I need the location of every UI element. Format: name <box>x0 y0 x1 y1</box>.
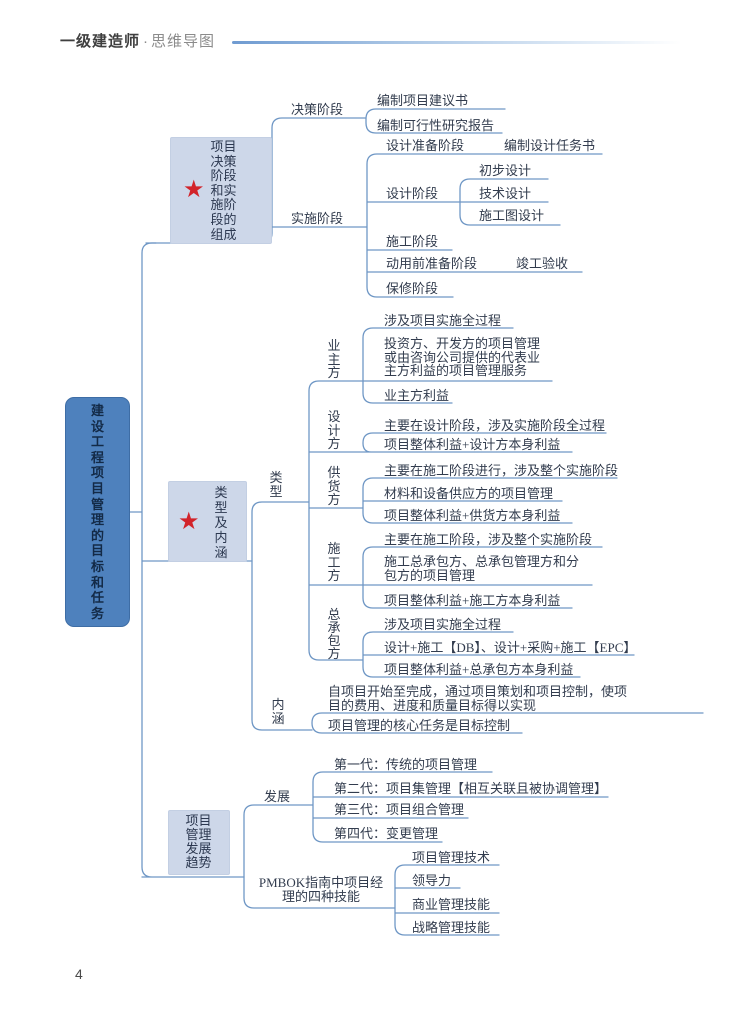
topic-connotation: 内涵 <box>271 697 285 726</box>
branch1-box: ★ 项目决策阶段和实施阶段的组成 <box>170 137 272 244</box>
branch2-label: 类型及内涵 <box>214 485 228 560</box>
topic-general-contractor-interest: 项目整体利益+总承包方本身利益 <box>384 662 574 677</box>
topic-pmbok-skills: PMBOK指南中项目经理的四种技能 <box>258 875 384 904</box>
topic-construction-stage: 施工阶段 <box>386 234 439 249</box>
topic-supplier-interest: 项目整体利益+供货方本身利益 <box>384 508 561 523</box>
star-icon: ★ <box>183 175 205 203</box>
topic-warranty-stage: 保修阶段 <box>386 281 439 296</box>
connector-branch1 <box>145 108 603 298</box>
topic-contractor-scope: 主要在施工阶段，涉及整个实施阶段 <box>384 532 593 547</box>
topic-designer-scope: 主要在设计阶段，涉及实施阶段全过程 <box>384 418 606 433</box>
topic-owner: 业主方 <box>327 338 341 380</box>
topic-owner-interest: 业主方利益 <box>384 388 450 403</box>
topic-completion-acceptance: 竣工验收 <box>516 256 569 271</box>
topic-contractor-interest: 项目整体利益+施工方本身利益 <box>384 593 561 608</box>
topic-project-proposal: 编制项目建议书 <box>377 93 469 108</box>
topic-owner-scope: 涉及项目实施全过程 <box>384 313 502 328</box>
topic-contractor-definition: 施工总承包方、总承包管理方和分包方的项目管理 <box>384 554 580 583</box>
topic-core-task: 项目管理的核心任务是目标控制 <box>328 718 511 733</box>
topic-supplier: 供货方 <box>327 465 341 507</box>
topic-generation-1: 第一代：传统的项目管理 <box>334 757 478 772</box>
topic-contractor: 施工方 <box>327 541 341 583</box>
header-title: 思维导图 <box>151 33 216 50</box>
topic-connotation-definition: 自项目开始至完成，通过项目策划和项目控制，使项目的费用、进度和质量目标得以实现 <box>328 684 628 713</box>
topic-decision-stage: 决策阶段 <box>291 102 344 117</box>
topic-generation-3: 第三代：项目组合管理 <box>334 802 465 817</box>
central-topic: 建设工程项目管理的目标和任务 <box>65 397 130 627</box>
branch3-label: 项目管理发展趋势 <box>185 813 212 870</box>
topic-general-contractor: 总承包方 <box>327 607 341 661</box>
topic-general-contractor-scope: 涉及项目实施全过程 <box>384 617 502 632</box>
topic-generation-2: 第二代：项目集管理【相互关联且被协调管理】 <box>334 781 608 796</box>
topic-preliminary-design: 初步设计 <box>479 163 532 178</box>
page-header: 一级建造师·思维导图 <box>60 30 215 51</box>
branch3-box: 项目管理发展趋势 <box>168 810 230 875</box>
header-separator: · <box>143 33 149 50</box>
topic-pre-use-prep-stage: 动用前准备阶段 <box>386 256 478 271</box>
branch1-label: 项目决策阶段和实施阶段的组成 <box>210 139 237 242</box>
topic-types: 类型 <box>269 470 283 499</box>
topic-business-skill: 商业管理技能 <box>412 897 491 912</box>
topic-owner-definition: 投资方、开发方的项目管理或由咨询公司提供的代表业主方利益的项目管理服务 <box>384 336 541 378</box>
connector-branch2 <box>251 327 704 734</box>
topic-design-task-book: 编制设计任务书 <box>504 138 596 153</box>
topic-implementation-stage: 实施阶段 <box>291 211 344 226</box>
topic-development: 发展 <box>264 789 291 804</box>
topic-design-prep-stage: 设计准备阶段 <box>386 138 465 153</box>
header-gradient-rule <box>232 41 700 44</box>
topic-db-epc: 设计+施工【DB】、设计+采购+施工【EPC】 <box>384 640 637 655</box>
topic-supplier-definition: 材料和设备供应方的项目管理 <box>384 486 554 501</box>
topic-technical-design: 技术设计 <box>479 186 532 201</box>
connector-branch3 <box>243 771 609 936</box>
header-brand: 一级建造师 <box>60 33 141 50</box>
topic-generation-4: 第四代：变更管理 <box>334 826 439 841</box>
topic-feasibility-report: 编制可行性研究报告 <box>377 118 495 133</box>
connector-trunk <box>124 242 253 878</box>
topic-pm-technique: 项目管理技术 <box>412 850 491 865</box>
topic-leadership: 领导力 <box>412 873 452 888</box>
topic-supplier-scope: 主要在施工阶段进行，涉及整个实施阶段 <box>384 463 619 478</box>
central-topic-label: 建设工程项目管理的目标和任务 <box>90 403 104 621</box>
topic-designer: 设计方 <box>327 409 341 451</box>
page-number: 4 <box>75 966 83 982</box>
star-icon: ★ <box>178 507 200 535</box>
topic-design-stage: 设计阶段 <box>386 186 439 201</box>
topic-construction-drawing-design: 施工图设计 <box>479 208 545 223</box>
branch2-box: ★ 类型及内涵 <box>168 481 247 562</box>
topic-strategy-skill: 战略管理技能 <box>412 920 491 935</box>
topic-designer-interest: 项目整体利益+设计方本身利益 <box>384 437 561 452</box>
